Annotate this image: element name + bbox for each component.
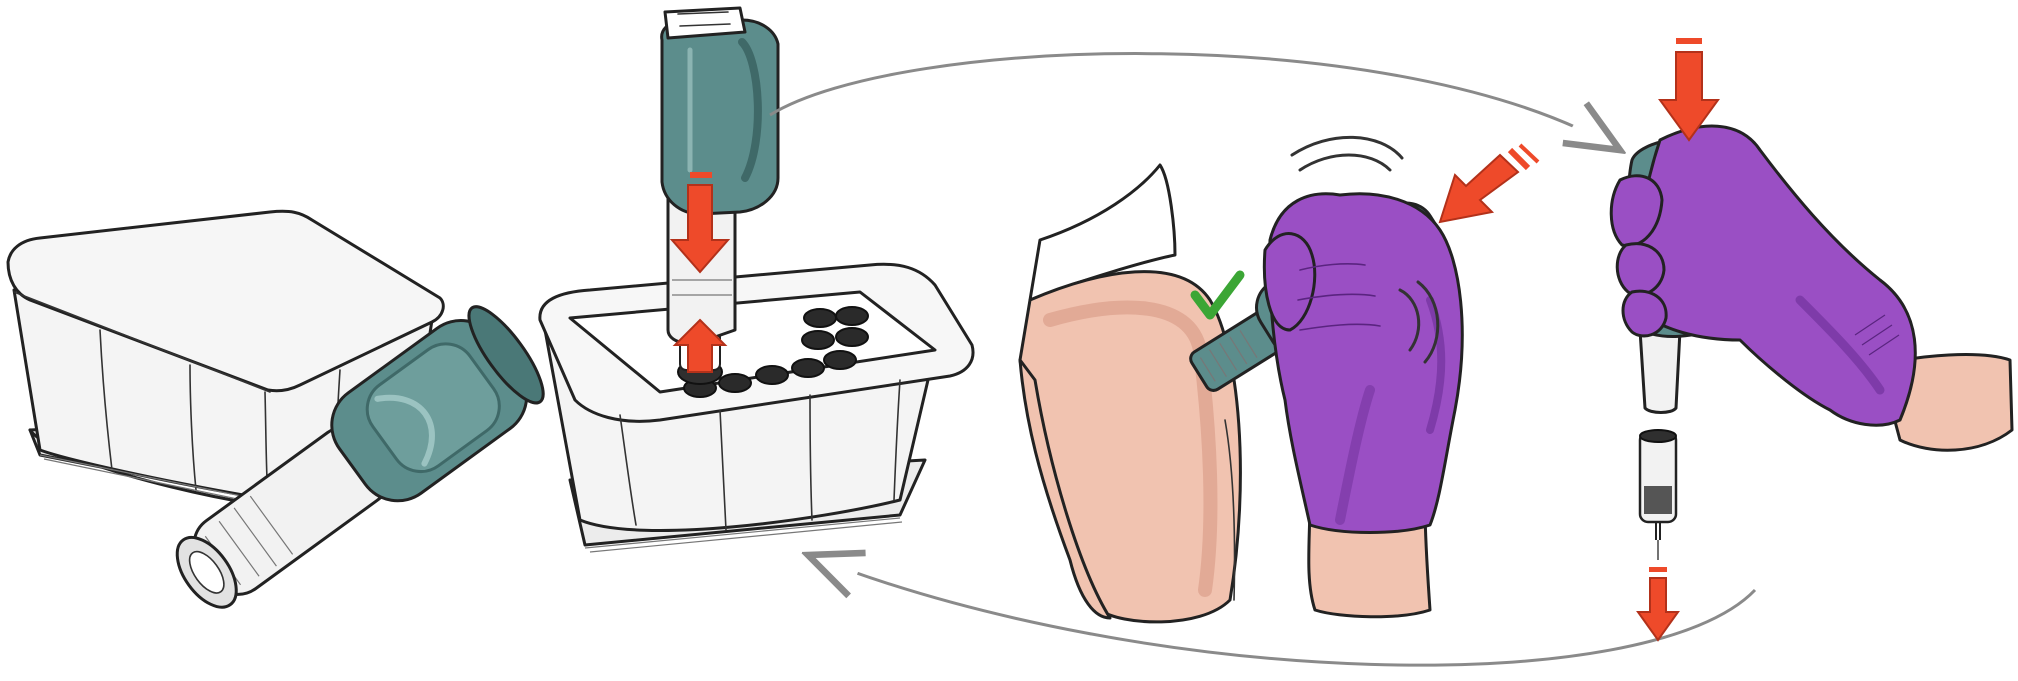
step-load: [540, 8, 973, 552]
eject-to-load-arrow-icon: [808, 555, 1755, 665]
step-eject: [1611, 38, 2012, 640]
down-arrow-icon: [1638, 567, 1678, 640]
thigh-icon: [1020, 165, 1240, 622]
press-arrow-icon: [1440, 145, 1538, 222]
step-inject: [1020, 137, 1538, 622]
gloved-hand-icon: [1264, 194, 1462, 617]
used-cartridge-icon: [1640, 430, 1676, 560]
load-to-eject-arrow-icon: [770, 54, 1620, 150]
step-storage: [8, 211, 557, 635]
storage-box-icon: [540, 264, 973, 552]
